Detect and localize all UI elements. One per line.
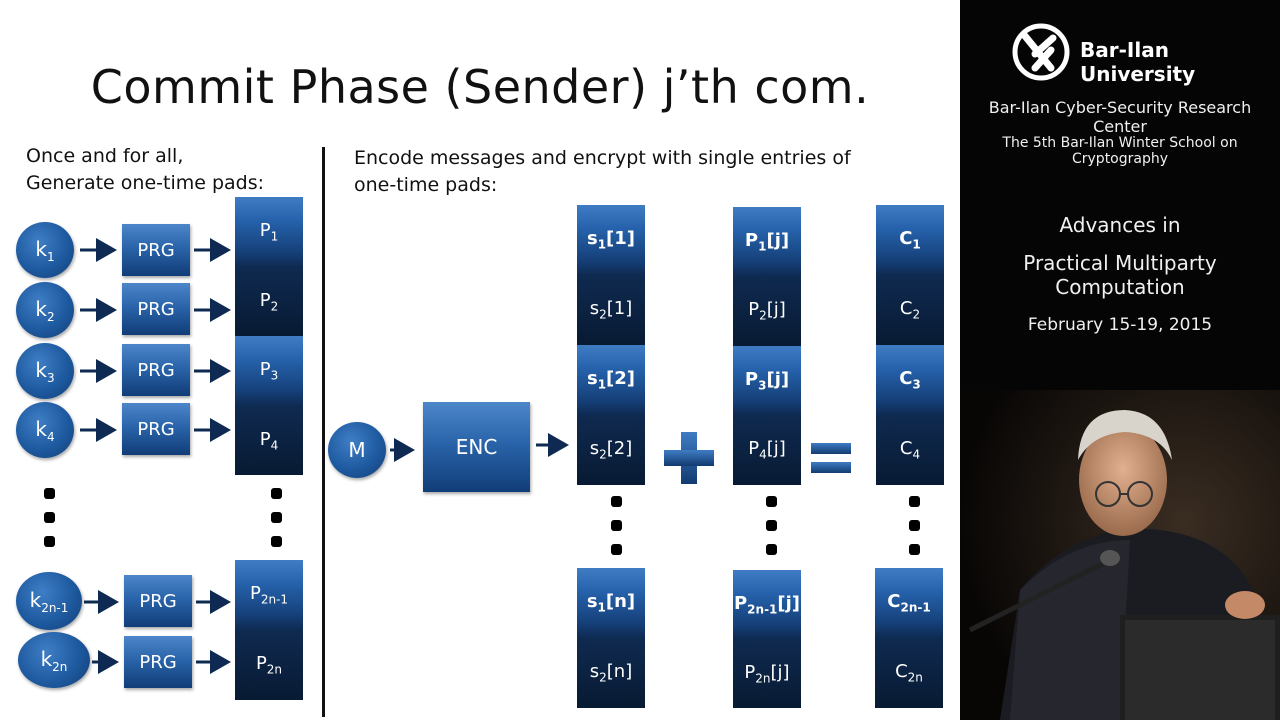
pad-column-top: P1 P2 P3 P4 xyxy=(235,197,303,475)
pad-cell-2n: P2n xyxy=(235,630,303,700)
enc-arrows xyxy=(390,433,569,462)
prg-box-3: PRG xyxy=(122,344,190,396)
cipher-cell-c2: C2 xyxy=(876,275,944,345)
event-dates: February 15-19, 2015 xyxy=(1027,315,1213,335)
left-note-line-2: Generate one-time pads: xyxy=(26,172,265,194)
key-label-2n: k2n xyxy=(40,646,68,674)
pad-entry-p4: P4[j] xyxy=(733,415,801,485)
ellipsis-shares xyxy=(611,496,623,568)
pad-entry-p2n-1: P2n-1[j] xyxy=(733,570,801,639)
right-note-line-2: one-time pads: xyxy=(354,174,498,196)
cipher-column-bottom: C2n-1 C2n xyxy=(875,568,943,708)
pad-entry-p3: P3[j] xyxy=(733,346,801,415)
right-note-line-1: Encode messages and encrypt with single … xyxy=(354,147,851,169)
share-cell-s2-n: s2[n] xyxy=(577,638,645,708)
message-circle: M xyxy=(328,422,386,478)
research-center: Bar-Ilan Cyber-Security Research Center xyxy=(988,98,1252,136)
ellipsis-ciphers xyxy=(909,496,921,568)
winter-school: The 5th Bar-Ilan Winter School on Crypto… xyxy=(1002,135,1238,167)
equals-icon xyxy=(811,443,851,473)
pad-entry-p2: P2[j] xyxy=(733,276,801,346)
cipher-cell-c1: C1 xyxy=(876,205,944,275)
pad-entry-p1: P1[j] xyxy=(733,207,801,276)
pad-column-bottom: P2n-1 P2n xyxy=(235,560,303,700)
key-label-2n-1: k2n-1 xyxy=(29,587,69,615)
share-cell-s1-1: s1[1] xyxy=(577,205,645,275)
enc-box: ENC xyxy=(423,402,530,492)
key-circle-3: k3 xyxy=(16,343,74,399)
slide: Commit Phase (Sender) j’th com. Once and… xyxy=(16,60,944,717)
left-arrows xyxy=(80,238,231,674)
university-name: Bar-Ilan University xyxy=(1080,38,1196,86)
plus-icon xyxy=(664,432,714,484)
university-logo-icon xyxy=(1012,23,1070,81)
cipher-cell-c2n-1: C2n-1 xyxy=(875,568,943,638)
pad-cell-4: P4 xyxy=(235,406,303,475)
key-circle-2: k2 xyxy=(16,282,74,338)
slide-title: Commit Phase (Sender) j’th com. xyxy=(90,60,870,114)
ellipsis-pad-entries xyxy=(766,496,778,568)
pad-cell-2: P2 xyxy=(235,267,303,336)
left-note-line-1: Once and for all, xyxy=(26,145,184,167)
conference-sidebar: Bar-Ilan University Bar-Ilan Cyber-Secur… xyxy=(960,0,1280,720)
prg-box-1: PRG xyxy=(122,224,190,276)
pad-cell-2n-1: P2n-1 xyxy=(235,560,303,630)
cipher-cell-c4: C4 xyxy=(876,415,944,485)
share-cell-s1-2: s1[2] xyxy=(577,345,645,415)
pad-entry-column-bottom: P2n-1[j] P2n[j] xyxy=(733,570,801,708)
share-cell-s2-1: s2[1] xyxy=(577,275,645,345)
topic-line-1: Advances in xyxy=(1059,213,1181,237)
cipher-column-top: C1 C2 C3 C4 xyxy=(876,205,944,485)
key-label-2: k2 xyxy=(35,296,55,324)
topic-line-2: Practical Multiparty Computation xyxy=(1023,251,1217,299)
key-circle-2n-1: k2n-1 xyxy=(16,572,82,630)
prg-box-2: PRG xyxy=(122,283,190,335)
section-divider xyxy=(322,147,325,717)
share-column-bottom: s1[n] s2[n] xyxy=(577,568,645,708)
key-circle-2n: k2n xyxy=(18,632,90,688)
key-label-1: k1 xyxy=(35,236,55,264)
key-circle-1: k1 xyxy=(16,222,74,278)
ellipsis-keys xyxy=(44,488,56,560)
pad-cell-1: P1 xyxy=(235,197,303,267)
pad-entry-column-top: P1[j] P2[j] P3[j] P4[j] xyxy=(733,207,801,485)
pad-entry-p2n: P2n[j] xyxy=(733,639,801,708)
key-circle-4: k4 xyxy=(16,402,74,458)
prg-box-2n: PRG xyxy=(124,636,192,688)
pad-cell-3: P3 xyxy=(235,336,303,406)
prg-box-4: PRG xyxy=(122,403,190,455)
share-cell-s1-n: s1[n] xyxy=(577,568,645,638)
left-note: Once and for all, Generate one-time pads… xyxy=(26,143,264,197)
cipher-cell-c3: C3 xyxy=(876,345,944,415)
speaker-video-image xyxy=(960,390,1280,720)
share-cell-s2-2: s2[2] xyxy=(577,415,645,485)
key-label-3: k3 xyxy=(35,357,55,385)
share-column-top: s1[1] s2[1] s1[2] s2[2] xyxy=(577,205,645,485)
cipher-cell-c2n: C2n xyxy=(875,638,943,708)
prg-box-2n-1: PRG xyxy=(124,575,192,627)
ellipsis-pads xyxy=(271,488,283,560)
key-label-4: k4 xyxy=(35,416,55,444)
right-note: Encode messages and encrypt with single … xyxy=(354,145,851,199)
